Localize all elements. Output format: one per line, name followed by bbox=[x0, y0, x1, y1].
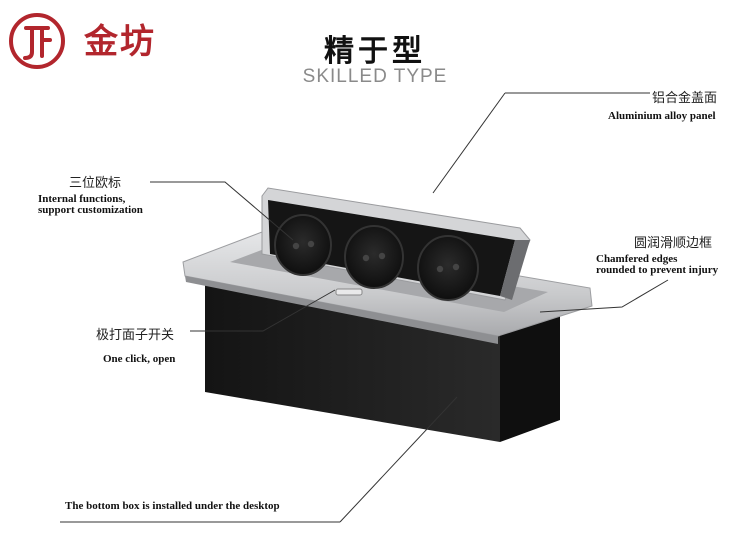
label-panel-en: Aluminium alloy panel bbox=[608, 110, 716, 122]
label-edges-en-2: rounded to prevent injury bbox=[596, 264, 719, 276]
leader-edges bbox=[539, 279, 669, 313]
label-switch-en: One click, open bbox=[103, 353, 176, 365]
leader-sockets bbox=[150, 181, 294, 241]
label-sockets-en-2: support customization bbox=[38, 204, 143, 216]
page-subtitle: SKILLED TYPE bbox=[302, 66, 448, 87]
label-edges-zh: 圆润滑顺边框 bbox=[634, 236, 713, 251]
label-sockets-en-1: Internal functions, bbox=[38, 193, 126, 205]
leader-switch bbox=[190, 289, 336, 332]
label-bottom-en: The bottom box is installed under the de… bbox=[65, 500, 280, 512]
leader-bottom bbox=[339, 396, 458, 523]
label-sockets-zh: 三位欧标 bbox=[69, 176, 122, 191]
page-title: 精于型 bbox=[324, 34, 426, 69]
brand-name: 金坊 bbox=[84, 22, 156, 62]
socket-2 bbox=[344, 225, 404, 289]
socket-3 bbox=[417, 235, 479, 301]
leader-panel bbox=[432, 92, 506, 194]
push-switch bbox=[335, 288, 363, 296]
label-edges-en-1: Chamfered edges bbox=[596, 253, 678, 265]
brand-logo-icon bbox=[9, 13, 65, 69]
label-switch-zh: 极打面子开关 bbox=[96, 328, 175, 343]
socket-1 bbox=[274, 214, 332, 276]
label-panel-zh: 铝合金盖面 bbox=[652, 91, 718, 106]
